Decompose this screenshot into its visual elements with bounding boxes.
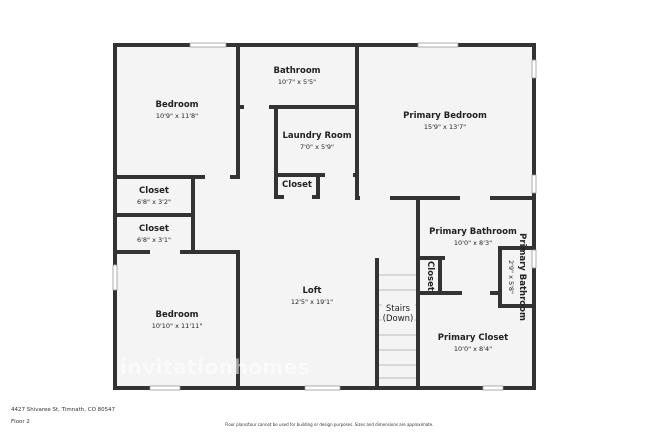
room-name: Bedroom <box>155 310 199 320</box>
disclaimer: Floor plans/tour cannot be used for buil… <box>225 422 434 427</box>
stairs-label: Stairs(Down) <box>381 303 415 325</box>
room-name: Primary Bathroom <box>429 227 517 237</box>
room-name: Closet <box>282 180 312 190</box>
room-loft: Loft 12'5" x 19'1" <box>291 286 333 306</box>
room-bedroom-2: Bedroom 10'10" x 11'11" <box>152 310 203 330</box>
room-name: Primary Closet <box>437 333 509 343</box>
floor-label: Floor 2 <box>11 419 30 425</box>
room-closet-1: Closet 6'8" x 3'2" <box>137 186 171 206</box>
stairs-name: Stairs <box>385 304 411 314</box>
windows <box>112 42 537 391</box>
room-dimensions: 10'7" x 5'5" <box>277 78 317 86</box>
room-primary-bedroom: Primary Bedroom 15'9" x 13'7" <box>403 111 487 131</box>
room-bedroom-1: Bedroom 10'9" x 11'8" <box>155 100 198 120</box>
room-name: Closet <box>425 261 435 291</box>
stairs-direction: (Down) <box>382 314 414 324</box>
room-name: Bathroom <box>273 66 321 76</box>
room-dimensions: 12'5" x 19'1" <box>290 298 334 306</box>
room-name: Primary Bathroom <box>517 233 527 321</box>
room-dimensions: 7'0" x 5'9" <box>299 143 335 151</box>
room-name: Closet <box>139 186 169 196</box>
room-dimensions: 2'9" x 5'8" <box>507 259 515 295</box>
room-dimensions: 10'0" x 8'4" <box>453 345 493 353</box>
room-closet-2: Closet 6'8" x 3'1" <box>137 224 171 244</box>
room-dimensions: 10'10" x 11'11" <box>151 322 203 330</box>
room-dimensions: 6'8" x 3'1" <box>136 236 172 244</box>
room-dimensions: 10'0" x 8'3" <box>453 239 493 247</box>
room-dimensions: 6'8" x 3'2" <box>136 198 172 206</box>
room-name: Loft <box>302 286 322 296</box>
room-name: Primary Bedroom <box>403 111 487 121</box>
room-closet-small: Closet <box>282 180 312 190</box>
room-dimensions: 15'9" x 13'7" <box>423 123 467 131</box>
room-name: Laundry Room <box>282 131 352 141</box>
door-openings <box>150 105 490 254</box>
room-closet-vertical: Closet <box>425 261 435 291</box>
room-dimensions: 10'9" x 11'8" <box>155 112 199 120</box>
room-name: Closet <box>139 224 169 234</box>
room-primary-closet: Primary Closet 10'0" x 8'4" <box>438 333 509 353</box>
room-primary-bathroom: Primary Bathroom 10'0" x 8'3" <box>429 227 517 247</box>
address: 4427 Shivaree St, Timnath, CO 80547 <box>11 407 116 413</box>
room-laundry: Laundry Room 7'0" x 5'9" <box>282 131 351 151</box>
room-name: Bedroom <box>155 100 199 110</box>
room-bathroom: Bathroom 10'7" x 5'5" <box>273 66 320 86</box>
watermark-logo: invitationhomes <box>120 355 311 379</box>
